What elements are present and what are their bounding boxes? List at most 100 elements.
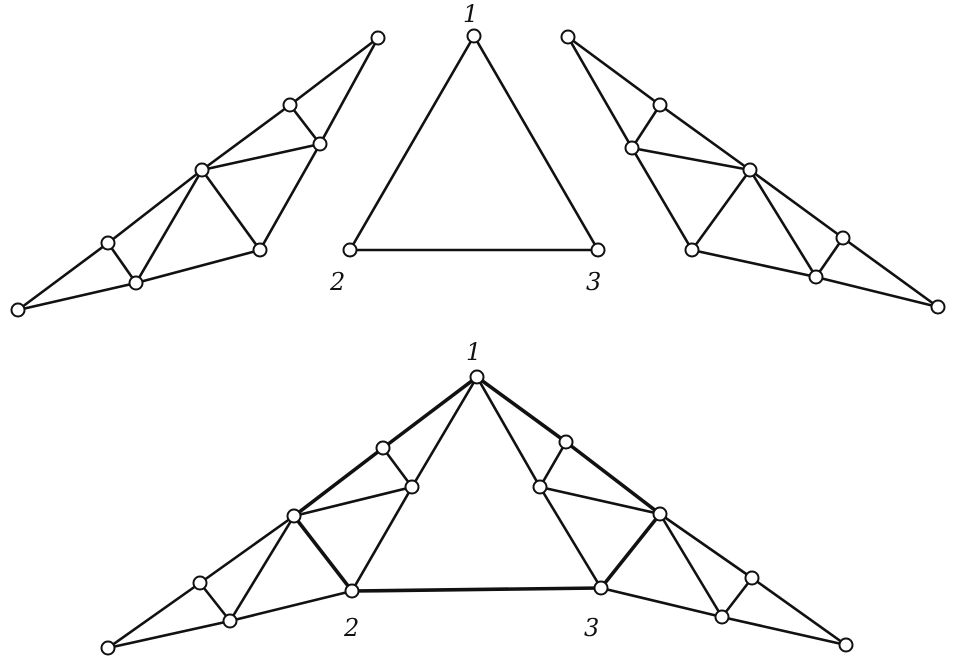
left-member-9 [106, 241, 138, 285]
left-member-13 [200, 168, 262, 252]
combined-member-1 [106, 581, 202, 650]
combined-member-9 [198, 581, 232, 623]
right-member-1 [566, 35, 662, 107]
right-member-2 [658, 103, 752, 172]
center-joint-n2 [342, 242, 358, 258]
combined-joint-n2 [344, 583, 360, 599]
left-member-11 [200, 142, 322, 172]
combined-joint-LC [286, 508, 302, 524]
right-member-9 [630, 103, 662, 150]
combined-truss [100, 369, 854, 656]
combined-member-5 [410, 375, 479, 489]
label-node-2-top: 2 [329, 268, 345, 296]
label-node-3-top: 3 [586, 268, 601, 296]
combined-joint-A [100, 640, 116, 656]
label-node-2-bottom: 2 [343, 614, 359, 642]
right-joint-G [808, 269, 824, 285]
left-member-6 [258, 142, 322, 252]
combined-member-20 [599, 586, 724, 619]
right-member-4 [841, 236, 940, 309]
combined-member-13 [228, 514, 296, 623]
combined-member-16 [564, 440, 662, 516]
center-member-1 [348, 34, 476, 252]
combined-member-14 [350, 586, 603, 593]
left-member-12 [134, 168, 204, 285]
left-member-8 [16, 281, 138, 312]
right-member-10 [814, 236, 845, 279]
combined-member-12 [292, 514, 354, 593]
label-node-3-bottom: 3 [584, 614, 599, 642]
combined-joint-RC [652, 506, 668, 522]
left-joint-G [128, 275, 144, 291]
combined-joint-RA [558, 434, 574, 450]
left-joint-F [100, 235, 116, 251]
combined-member-6 [350, 485, 414, 593]
combined-joint-LE [222, 613, 238, 629]
combined-member-8 [106, 619, 232, 650]
combined-member-27 [720, 576, 754, 619]
left-member-3 [200, 103, 292, 172]
combined-member-26 [658, 512, 724, 619]
combined-member-19 [720, 615, 848, 647]
center-member-3 [472, 34, 600, 252]
combined-joint-RE [714, 609, 730, 625]
center-joint-n1 [466, 28, 482, 44]
left-sub-truss [10, 30, 386, 318]
combined-joint-LB [404, 479, 420, 495]
left-joint-E [194, 162, 210, 178]
combined-member-21 [538, 485, 603, 590]
combined-joint-RD [744, 570, 760, 586]
combined-member-23 [538, 440, 568, 489]
combined-member-10 [381, 446, 414, 489]
left-joint-A [10, 302, 26, 318]
combined-joint-n1 [469, 369, 485, 385]
right-joint-F [835, 230, 851, 246]
center-joint-n3 [590, 242, 606, 258]
right-joint-B [560, 29, 576, 45]
left-member-2 [106, 168, 204, 245]
right-member-13 [748, 168, 818, 279]
left-member-7 [134, 248, 262, 285]
combined-joint-LD [192, 575, 208, 591]
combined-joint-B [838, 637, 854, 653]
right-joint-E [742, 162, 758, 178]
combined-member-15 [475, 375, 568, 444]
combined-member-11 [292, 485, 414, 518]
combined-joint-RB [532, 479, 548, 495]
combined-member-24 [538, 485, 662, 516]
label-node-1-bottom: 1 [466, 338, 481, 366]
right-joint-D [624, 140, 640, 156]
right-member-11 [630, 146, 752, 172]
label-node-1-top: 1 [463, 0, 478, 28]
combined-member-7 [228, 589, 354, 623]
left-joint-C [282, 97, 298, 113]
combined-member-18 [750, 576, 848, 647]
right-joint-A [930, 299, 946, 315]
left-joint-D [312, 136, 328, 152]
combined-member-2 [198, 514, 296, 585]
combined-joint-n3 [593, 580, 609, 596]
left-member-5 [318, 36, 380, 146]
combined-member-17 [658, 512, 754, 580]
left-joint-H [252, 242, 268, 258]
combined-member-4 [381, 375, 479, 450]
left-member-4 [288, 36, 380, 107]
right-member-5 [814, 275, 940, 309]
right-joint-H [684, 242, 700, 258]
right-member-3 [748, 168, 845, 240]
right-member-7 [630, 146, 694, 252]
center-triangle [342, 28, 606, 258]
left-member-1 [16, 241, 110, 312]
right-joint-C [652, 97, 668, 113]
right-member-8 [566, 35, 634, 150]
left-member-10 [288, 103, 322, 146]
right-member-12 [690, 168, 752, 252]
combined-member-3 [292, 446, 385, 518]
combined-joint-LA [375, 440, 391, 456]
right-member-6 [690, 248, 818, 279]
right-sub-truss [560, 29, 946, 315]
combined-member-22 [475, 375, 542, 489]
combined-member-25 [599, 512, 662, 590]
left-joint-B [370, 30, 386, 46]
